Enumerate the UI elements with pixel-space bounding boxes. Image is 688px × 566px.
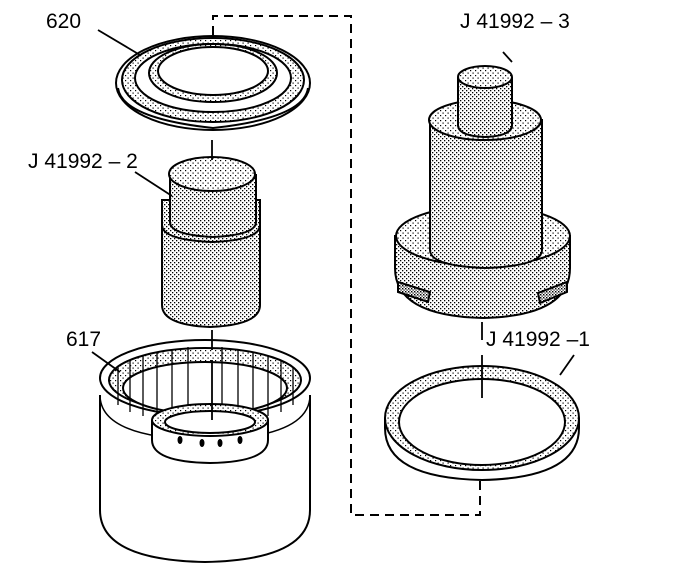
- tool-j41992-3-leader-line: [502, 51, 513, 63]
- label-j41992-1: J 41992 –1: [486, 328, 590, 351]
- part-617-drum: [99, 339, 311, 564]
- tool-j41992-1-leader-line: [559, 354, 575, 376]
- label-j41992-3: J 41992 – 3: [460, 10, 570, 33]
- tool-j41992-3-installer: [394, 65, 571, 320]
- part-620-seal-ring: [115, 35, 311, 131]
- tool-j41992-2-leader-line: [134, 171, 173, 197]
- part-617-leader-line: [91, 351, 121, 373]
- label-620: 620: [46, 10, 81, 33]
- tool-j41992-1-ring: [384, 365, 580, 482]
- label-617: 617: [66, 328, 101, 351]
- dashed-connector-line: [212, 15, 481, 516]
- part-620-leader-line: [97, 29, 141, 56]
- tool-j41992-2-cylinder: [161, 156, 261, 329]
- label-j41992-2: J 41992 – 2: [28, 150, 138, 173]
